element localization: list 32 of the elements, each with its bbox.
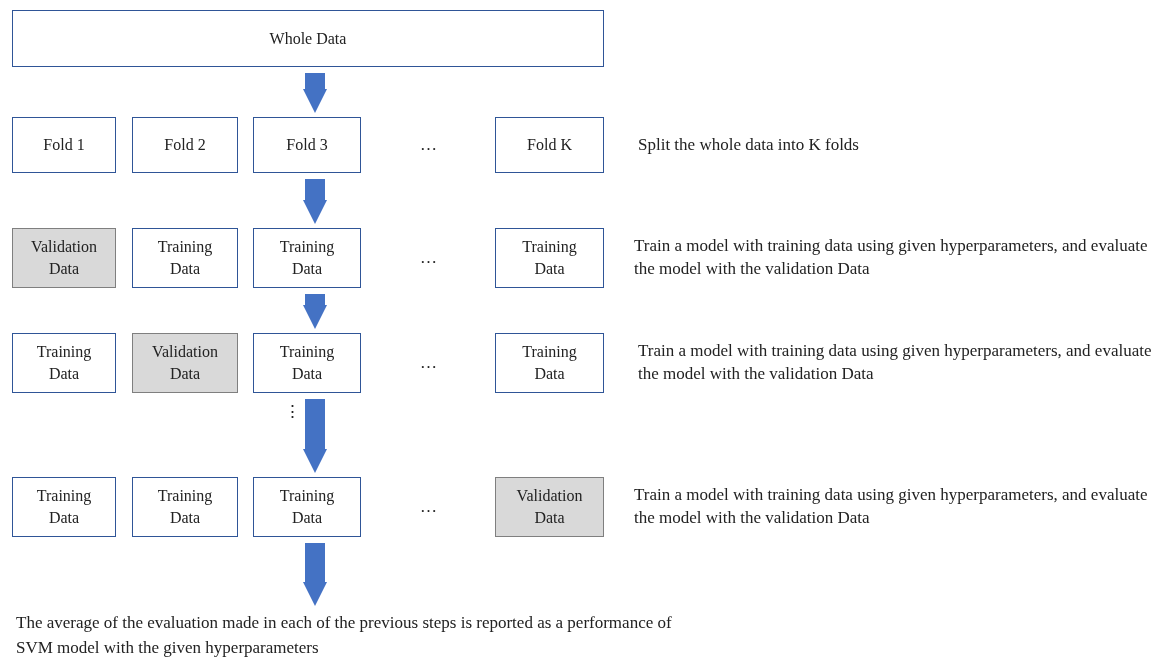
ellipsis: …	[420, 134, 437, 156]
process-box: Training Data	[495, 333, 604, 393]
vertical-ellipsis: ⋮	[284, 401, 301, 423]
ellipsis: …	[420, 352, 437, 374]
process-box: Training Data	[132, 228, 238, 288]
process-box: Fold 3	[253, 117, 361, 173]
ellipsis: …	[420, 496, 437, 518]
process-box: Training Data	[12, 477, 116, 537]
process-box: Fold 1	[12, 117, 116, 173]
validation-box: Validation Data	[132, 333, 238, 393]
block-arrow	[303, 179, 327, 224]
validation-box: Validation Data	[495, 477, 604, 537]
block-arrow	[303, 294, 327, 329]
process-box: Training Data	[253, 333, 361, 393]
block-arrow	[303, 399, 327, 473]
step-note: Train a model with training data using given hyperparameters, and evaluate the model with the validation Data	[638, 340, 1153, 385]
process-box: Training Data	[132, 477, 238, 537]
process-box: Fold K	[495, 117, 604, 173]
step-note: Train a model with training data using given hyperparameters, and evaluate the model with the validation Data	[634, 484, 1149, 529]
process-box: Training Data	[12, 333, 116, 393]
ellipsis: …	[420, 247, 437, 269]
block-arrow	[303, 543, 327, 606]
summary-text: The average of the evaluation made in each of the previous steps is reported as a performance of SVM model with the given hyperparameters	[16, 610, 676, 660]
validation-box: Validation Data	[12, 228, 116, 288]
process-box: Fold 2	[132, 117, 238, 173]
process-box: Training Data	[253, 228, 361, 288]
block-arrow	[303, 73, 327, 113]
process-box: Whole Data	[12, 10, 604, 67]
step-note: Split the whole data into K folds	[638, 134, 860, 156]
step-note: Train a model with training data using given hyperparameters, and evaluate the model with the validation Data	[634, 235, 1149, 280]
process-box: Training Data	[495, 228, 604, 288]
process-box: Training Data	[253, 477, 361, 537]
